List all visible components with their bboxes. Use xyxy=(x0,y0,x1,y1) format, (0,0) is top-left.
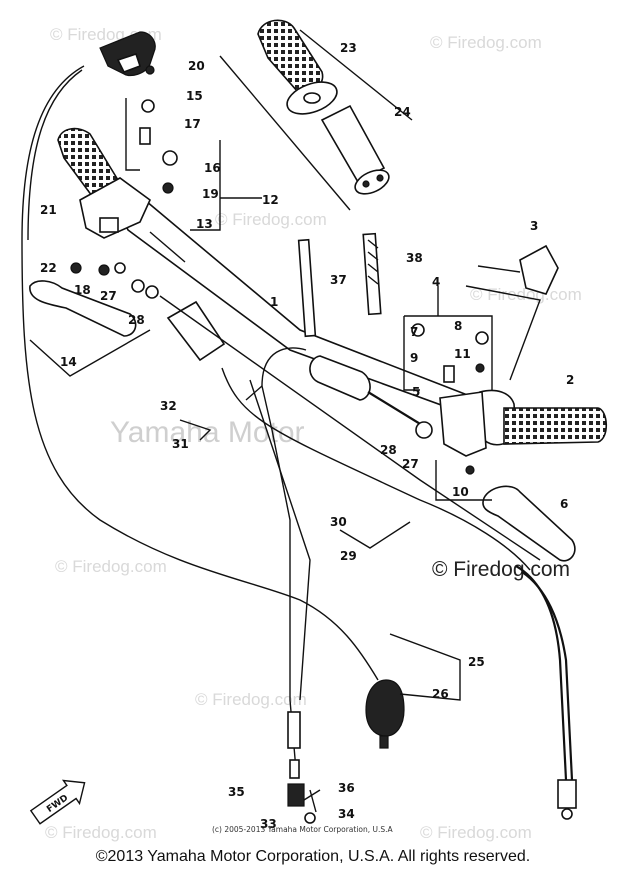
callout-label: 5 xyxy=(412,385,420,399)
watermark-layer: © Firedog.com © Firedog.com © Firedog.co… xyxy=(45,25,582,842)
callout-label: 32 xyxy=(160,399,177,413)
callout-label: 2 xyxy=(566,373,574,387)
callout-label: 14 xyxy=(60,355,77,369)
watermark: © Firedog.com xyxy=(195,690,307,709)
watermark: © Firedog.com xyxy=(420,823,532,842)
callout-label: 29 xyxy=(340,549,357,563)
handlebar-pad xyxy=(166,300,226,362)
callout-label: 16 xyxy=(204,161,221,175)
leader-line xyxy=(299,29,413,121)
callout-label: 18 xyxy=(74,283,91,297)
callout-label: 31 xyxy=(172,437,189,451)
inner-copyright: (c) 2005-2013 Yamaha Motor Corporation, … xyxy=(212,825,394,834)
leader-line xyxy=(219,55,351,211)
callout-label: 10 xyxy=(452,485,469,499)
watermark: © Firedog.com xyxy=(55,557,167,576)
callout-label: 6 xyxy=(560,497,568,511)
callout-label: 3 xyxy=(530,219,538,233)
callout-label: 4 xyxy=(432,275,440,289)
cable-strap-38 xyxy=(362,232,382,316)
callout-label: 9 xyxy=(410,351,418,365)
callout-label: 7 xyxy=(410,325,418,339)
callout-label: 13 xyxy=(196,217,213,231)
throttle-housing xyxy=(99,31,156,77)
callout-label: 11 xyxy=(454,347,471,361)
watermark: © Firedog.com xyxy=(45,823,157,842)
watermark: © Firedog.com xyxy=(430,33,542,52)
callout-label: 17 xyxy=(184,117,201,131)
cable-end-right xyxy=(557,779,577,820)
callout-label: 33 xyxy=(260,817,277,831)
callout-label: 24 xyxy=(394,105,411,119)
brake-perch xyxy=(439,391,487,457)
callout-label: 34 xyxy=(338,807,355,821)
cable-end-left xyxy=(287,711,301,779)
callout-label: 15 xyxy=(186,89,203,103)
callout-label: 27 xyxy=(100,289,117,303)
watermark: © Firedog.com xyxy=(215,210,327,229)
throttle-tube-24 xyxy=(320,104,390,195)
watermark: © Firedog.com xyxy=(470,285,582,304)
grip-23 xyxy=(257,19,338,115)
callout-label: 21 xyxy=(40,203,57,217)
washer-34 xyxy=(304,812,316,824)
callout-label: 37 xyxy=(330,273,347,287)
clutch-perch xyxy=(79,177,151,239)
callout-label: 28 xyxy=(128,313,145,327)
pin-36 xyxy=(309,789,317,813)
cable-strap-37 xyxy=(297,238,317,338)
brake-lever xyxy=(482,485,576,562)
firedog-watermark: © Firedog.com xyxy=(432,558,570,581)
fasteners xyxy=(70,65,489,475)
callout-label: 12 xyxy=(262,193,279,207)
coiled-cable xyxy=(515,565,574,781)
leader-line xyxy=(465,285,541,381)
callout-label: 28 xyxy=(380,443,397,457)
callout-label: 30 xyxy=(330,515,347,529)
callout-label: 36 xyxy=(338,781,355,795)
clutch-lever xyxy=(29,280,137,337)
callout-label: 23 xyxy=(340,41,357,55)
callout-label: 26 xyxy=(432,687,449,701)
callout-label: 38 xyxy=(406,251,423,265)
cable-boot xyxy=(365,679,405,749)
kill-switch xyxy=(477,244,559,295)
callout-label: 8 xyxy=(454,319,462,333)
callouts: 20 23 15 17 24 16 19 12 21 13 3 22 18 27… xyxy=(40,41,574,831)
brackets xyxy=(29,98,493,801)
callout-label: 19 xyxy=(202,187,219,201)
callout-label: 22 xyxy=(40,261,57,275)
fitting-33 xyxy=(287,783,305,807)
callout-label: 27 xyxy=(402,457,419,471)
right-grip xyxy=(479,389,608,446)
callout-label: 1 xyxy=(270,295,278,309)
fwd-arrow: FWD xyxy=(29,779,86,825)
callout-label: 35 xyxy=(228,785,245,799)
footer-copyright: ©2013 Yamaha Motor Corporation, U.S.A. A… xyxy=(95,848,531,865)
callout-label: 25 xyxy=(468,655,485,669)
callout-label: 20 xyxy=(188,59,205,73)
